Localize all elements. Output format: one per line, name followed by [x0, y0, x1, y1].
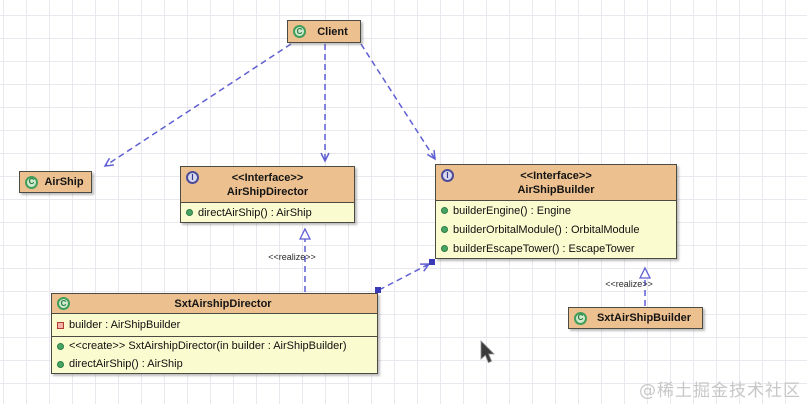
class-icon: C	[25, 175, 38, 189]
class-icon: C	[574, 311, 587, 325]
class-name: AirShip	[44, 176, 84, 188]
class-header[interactable]: C SxtAirshipDirector	[52, 294, 377, 313]
edge-endpoint-handle[interactable]	[429, 259, 435, 265]
interface-name: AirShipBuilder	[517, 184, 595, 196]
methods-section: <<create>> SxtAirshipDirector(in builder…	[52, 336, 377, 373]
class-node-client[interactable]: C Client	[287, 20, 361, 43]
realize-label-builder: <<realize>>	[605, 279, 653, 289]
class-icon: C	[293, 25, 306, 38]
mouse-cursor-icon	[480, 340, 495, 364]
class-node-airship[interactable]: C AirShip	[19, 171, 92, 193]
method-label: builderOrbitalModule() : OrbitalModule	[453, 223, 640, 236]
stereotype-label: <<Interface>>	[520, 170, 592, 182]
method-row[interactable]: directAirShip() : AirShip	[181, 203, 354, 222]
interface-header[interactable]: I <<Interface>> AirShipDirector	[181, 167, 354, 203]
interface-name: AirShipDirector	[226, 186, 309, 198]
watermark-text: @稀土掘金技术社区	[639, 381, 801, 401]
dependency-arrow-client-airship[interactable]	[103, 43, 292, 167]
method-row[interactable]: directAirShip() : AirShip	[52, 355, 377, 373]
class-node-sxtairshipbuilder[interactable]: C SxtAirShipBuilder	[568, 307, 703, 329]
field-row[interactable]: builder : AirShipBuilder	[52, 313, 377, 336]
interface-header[interactable]: I <<Interface>> AirShipBuilder	[436, 165, 676, 201]
class-name: SxtAirShipBuilder	[596, 312, 692, 324]
class-node-sxtairshipdirector[interactable]: C SxtAirshipDirector builder : AirShipBu…	[51, 293, 378, 374]
method-label: directAirShip() : AirShip	[69, 358, 183, 370]
method-icon	[57, 342, 64, 350]
method-label: builderEscapeTower() : EscapeTower	[453, 242, 635, 255]
field-label: builder : AirShipBuilder	[69, 319, 181, 331]
method-row[interactable]: builderEngine() : Engine	[436, 201, 676, 220]
method-icon	[441, 226, 448, 233]
class-icon: C	[57, 297, 70, 310]
method-icon	[441, 207, 448, 214]
dependency-arrow-client-airshipbuilder[interactable]	[360, 43, 436, 161]
method-icon	[186, 209, 193, 216]
dependency-arrow-sxtairshipdirector-airshipbuilder[interactable]	[378, 263, 431, 291]
interface-icon: I	[186, 171, 199, 184]
interface-icon: I	[441, 169, 454, 182]
class-name: SxtAirshipDirector	[174, 297, 272, 310]
method-row[interactable]: builderOrbitalModule() : OrbitalModule	[436, 220, 676, 239]
realize-label-director: <<realize>>	[268, 252, 316, 262]
method-icon	[57, 360, 64, 368]
method-label: <<create>> SxtAirshipDirector(in builder…	[69, 340, 347, 352]
stereotype-label: <<Interface>>	[231, 172, 304, 184]
field-icon	[57, 321, 64, 329]
interface-node-airshipdirector[interactable]: I <<Interface>> AirShipDirector directAi…	[180, 166, 355, 223]
method-label: builderEngine() : Engine	[453, 204, 572, 217]
interface-node-airshipbuilder[interactable]: I <<Interface>> AirShipBuilder builderEn…	[435, 164, 677, 259]
class-name: Client	[317, 25, 348, 38]
method-row[interactable]: <<create>> SxtAirshipDirector(in builder…	[52, 337, 377, 355]
method-label: directAirShip() : AirShip	[198, 206, 312, 219]
method-icon	[441, 245, 448, 252]
method-row[interactable]: builderEscapeTower() : EscapeTower	[436, 239, 676, 258]
